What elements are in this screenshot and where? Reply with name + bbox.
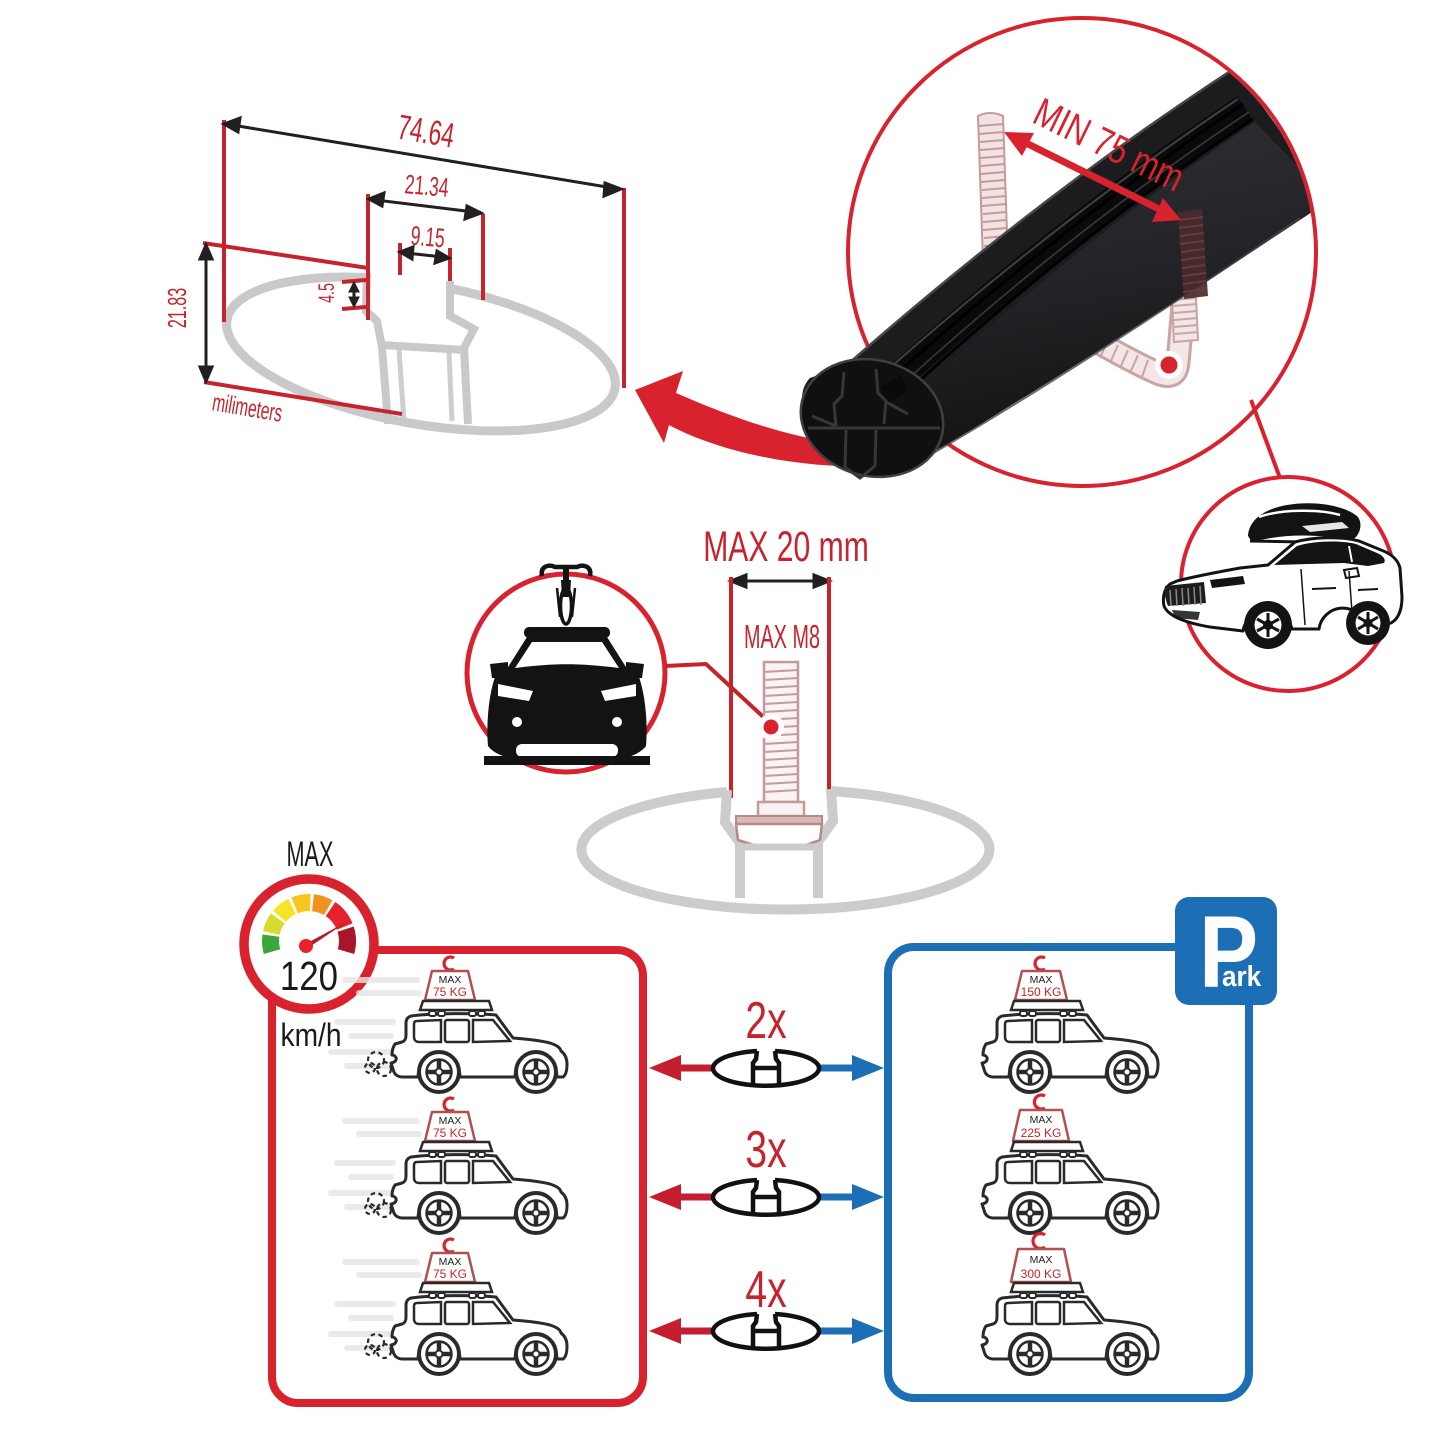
svg-text:75 KG: 75 KG [433, 985, 467, 999]
svg-text:MAX 20 mm: MAX 20 mm [703, 522, 869, 571]
svg-text:120: 120 [280, 954, 338, 999]
svg-text:ark: ark [1222, 960, 1262, 993]
svg-text:75 KG: 75 KG [433, 1267, 467, 1281]
svg-text:2x: 2x [745, 990, 786, 1049]
svg-text:MAX: MAX [439, 1115, 462, 1127]
svg-text:MAX: MAX [1030, 1114, 1053, 1126]
svg-text:MAX: MAX [439, 974, 462, 986]
svg-text:9.15: 9.15 [409, 220, 446, 254]
svg-text:74.64: 74.64 [395, 108, 458, 156]
svg-text:4x: 4x [745, 1259, 786, 1318]
svg-text:MAX: MAX [286, 836, 333, 874]
svg-text:3x: 3x [745, 1119, 786, 1178]
svg-text:21.83: 21.83 [162, 288, 192, 328]
svg-text:MAX: MAX [1030, 1254, 1053, 1266]
svg-text:MAX: MAX [439, 1256, 462, 1268]
svg-text:km/h: km/h [281, 1018, 342, 1053]
svg-text:300 KG: 300 KG [1021, 1267, 1062, 1281]
svg-text:4.5: 4.5 [314, 283, 339, 303]
svg-text:P: P [1199, 895, 1258, 1009]
svg-text:21.34: 21.34 [404, 168, 450, 203]
svg-text:MAX M8: MAX M8 [744, 618, 820, 656]
svg-text:225 KG: 225 KG [1021, 1126, 1062, 1140]
svg-text:75 KG: 75 KG [433, 1126, 467, 1140]
svg-text:150 KG: 150 KG [1021, 985, 1062, 999]
svg-text:MAX: MAX [1030, 974, 1053, 986]
